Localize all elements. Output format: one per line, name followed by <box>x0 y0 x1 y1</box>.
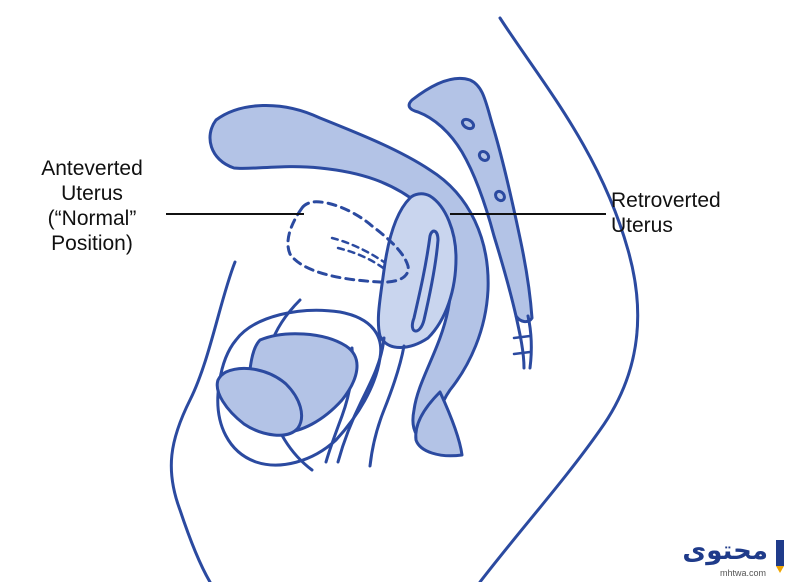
anteverted-label-line-1: Anteverted <box>41 157 143 180</box>
pencil-icon <box>776 540 784 573</box>
watermark-url: mhtwa.com <box>719 568 766 578</box>
watermark-logo: محتوى mhtwa.com <box>652 534 792 578</box>
retroverted-label-line-2: Uterus <box>611 214 673 237</box>
sacral-foramen-1 <box>460 117 476 131</box>
rectum <box>414 390 464 458</box>
vaginal-canal-inner <box>368 344 406 468</box>
sacral-foramen-2 <box>477 150 491 162</box>
watermark-text: محتوى <box>682 536 768 566</box>
retroverted-label-line-1: Retroverted <box>611 189 721 212</box>
anteverted-uterus-label: Anteverted Uterus (“Normal” Position) <box>22 156 162 256</box>
pubic-bone <box>215 366 303 437</box>
front-contour <box>169 260 237 582</box>
anteverted-label-line-4: Position) <box>51 232 133 255</box>
bladder-outer <box>216 308 383 467</box>
anteverted-cavity-dashed <box>330 236 386 264</box>
anteverted-label-line-2: Uterus <box>61 182 123 205</box>
uterine-cavity <box>410 229 440 333</box>
anteverted-cavity-dashed-2 <box>336 246 388 272</box>
retroverted-uterus-label: Retroverted Uterus <box>611 188 771 238</box>
anteverted-label-line-3: (“Normal” <box>47 207 137 230</box>
sacral-foramen-3 <box>494 189 506 203</box>
back-contour <box>478 16 640 582</box>
coccyx <box>514 314 533 370</box>
anteverted-uterus-dashed <box>286 200 410 284</box>
coccyx-segments <box>512 334 532 356</box>
